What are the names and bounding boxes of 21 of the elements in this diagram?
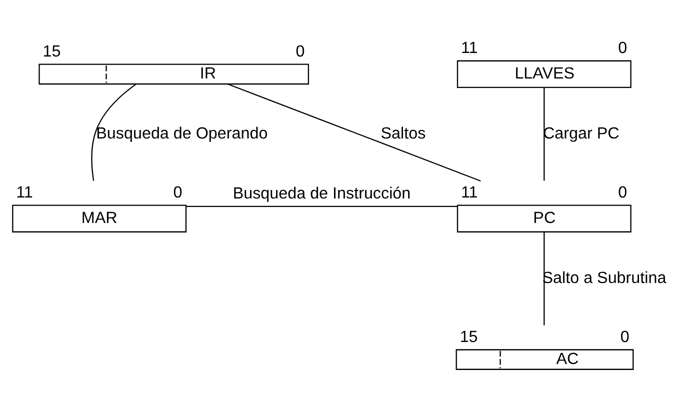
node-label: 11 (16, 182, 33, 201)
node-label: 11 (460, 38, 478, 57)
node-box: MAR (12, 204, 187, 232)
edge-label: Saltos (380, 124, 426, 142)
connector (544, 232, 545, 325)
node-label: 0 (296, 42, 305, 60)
connector (544, 87, 545, 180)
node-label: 0 (173, 182, 182, 201)
node-box: LLAVES (456, 60, 632, 88)
node-box: PC (456, 204, 632, 232)
connector (91, 83, 136, 180)
edge-label: Busqueda de Instrucción (232, 184, 411, 202)
node-label: 0 (618, 182, 628, 201)
node-label: 0 (620, 327, 630, 346)
node-label: 15 (460, 327, 478, 346)
node-label: 11 (460, 182, 478, 201)
connector (186, 205, 458, 207)
connector (227, 82, 481, 182)
node-label: 15 (42, 42, 61, 60)
node-label: 0 (618, 38, 628, 57)
edge-label: Busqueda de Operando (96, 124, 268, 142)
